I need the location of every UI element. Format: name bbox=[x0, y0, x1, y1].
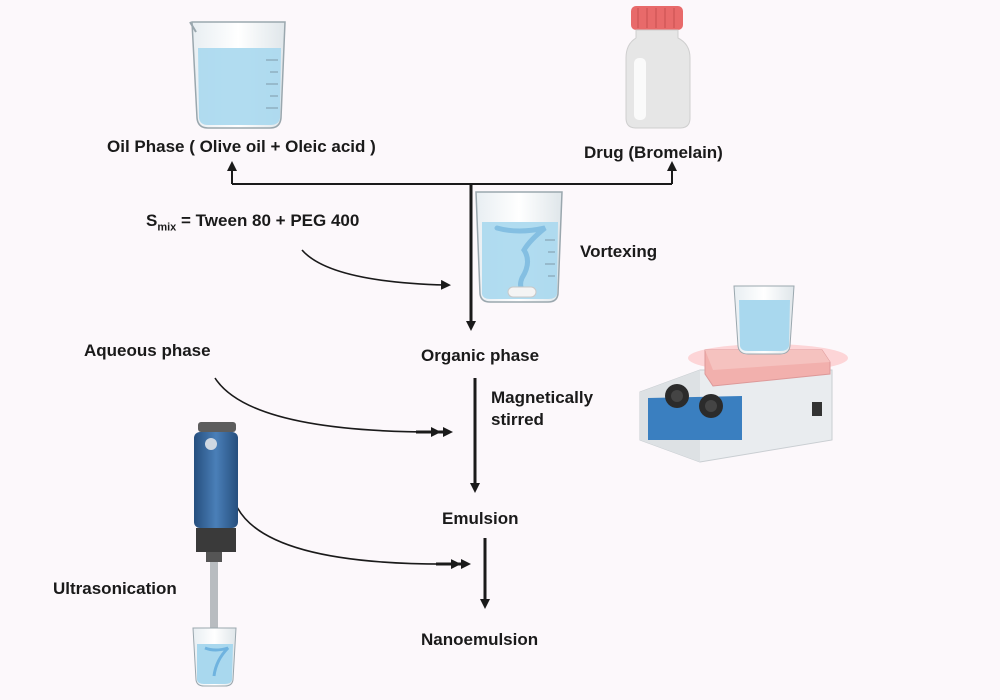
smix-composition: = Tween 80 + PEG 400 bbox=[176, 211, 360, 230]
vortex-beaker-icon bbox=[475, 191, 563, 303]
smix-arrow bbox=[301, 249, 451, 290]
ultrasonication-arrow bbox=[235, 504, 461, 570]
oil-phase-label: Oil Phase ( Olive oil + Oleic acid ) bbox=[107, 137, 376, 156]
stirred-line: stirred bbox=[491, 410, 544, 429]
drug-label: Drug (Bromelain) bbox=[584, 143, 723, 162]
drug-bottle-icon bbox=[625, 6, 691, 129]
magnetically-stirred-label: Magnetically stirred bbox=[491, 387, 593, 431]
magnetically-line: Magnetically bbox=[491, 388, 594, 407]
beaker-oil-icon bbox=[189, 21, 286, 129]
smix-s: S bbox=[146, 211, 158, 230]
ultrasonic-homogenizer-icon bbox=[192, 422, 238, 687]
organic-phase-label: Organic phase bbox=[421, 346, 540, 365]
ultrasonication-label: Ultrasonication bbox=[53, 579, 177, 598]
aqueous-arrow bbox=[214, 377, 441, 437]
emulsion-label: Emulsion bbox=[442, 509, 519, 528]
smix-label: Smix = Tween 80 + PEG 400 bbox=[146, 211, 359, 233]
branch-connector bbox=[227, 161, 677, 331]
magnetic-stirrer-icon bbox=[639, 285, 848, 463]
vortexing-label: Vortexing bbox=[580, 242, 658, 261]
nanoemulsion-label: Nanoemulsion bbox=[421, 630, 539, 649]
smix-subscript: mix bbox=[157, 221, 177, 234]
aqueous-phase-label: Aqueous phase bbox=[84, 341, 211, 360]
